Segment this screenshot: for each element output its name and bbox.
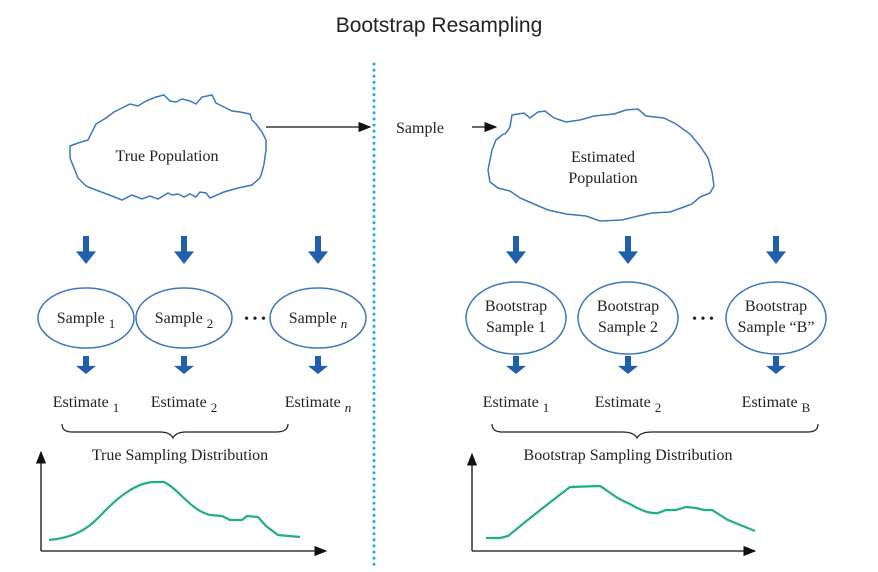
estimate-label: Estimate n [285,394,351,415]
sample-label: Sample 2 [155,310,214,331]
bootstrap-sampling-distribution-label: Bootstrap Sampling Distribution [524,447,733,464]
estimate-label: Estimate 1 [53,394,119,415]
down-arrow-icon [618,236,638,264]
bootstrap-sample-line1: Bootstrap [597,298,659,315]
down-arrow-icon [506,356,526,374]
estimated-population-label-line2: Population [568,170,637,187]
estimate-label: Estimate 2 [151,394,217,415]
bootstrap-sample-line1: Bootstrap [745,298,807,315]
down-arrow-icon [308,236,328,264]
bootstrap-sample-ellipse [465,281,567,355]
sample-ellipse [135,287,233,349]
diagram-title: Bootstrap Resampling [335,14,543,37]
down-arrow-icon [766,236,786,264]
ellipsis: • • • [692,312,714,327]
bootstrap-sample-line2: Sample 1 [486,319,546,336]
down-arrow-icon [766,356,786,374]
true-population-cloud [69,94,267,201]
down-arrow-icon [174,236,194,264]
estimate-label: Estimate B [742,394,811,415]
down-arrow-icon [618,356,638,374]
estimate-label: Estimate 1 [483,394,549,415]
right-brace [491,423,819,440]
left-samples-group: Sample 1 Estimate 1 Sample 2 Estimate 2 Samp… [37,236,367,415]
bootstrap-sample-ellipse [725,281,827,355]
estimated-population-cloud [487,108,715,222]
sample-label: Sample n [289,310,348,331]
down-arrow-icon [308,356,328,374]
ellipsis: • • • [244,312,266,327]
down-arrow-icon [76,236,96,264]
bootstrap-distribution-curve [486,484,756,540]
bootstrap-sample-line2: Sample “B” [738,319,815,336]
down-arrow-icon [174,356,194,374]
down-arrow-icon [76,356,96,374]
sample-label: Sample 1 [57,310,116,331]
sample-ellipse [37,287,135,349]
sample-label: Sample [396,120,444,137]
bootstrap-sample-line2: Sample 2 [598,319,658,336]
left-brace [61,423,289,440]
estimated-population-label-line1: Estimated [571,149,635,166]
bootstrap-sample-line1: Bootstrap [485,298,547,315]
bootstrap-sample-ellipse [577,281,679,355]
estimate-label: Estimate 2 [595,394,661,415]
true-population-label: True Population [116,148,219,165]
sample-ellipse [269,287,367,349]
true-sampling-distribution-label: True Sampling Distribution [92,447,268,464]
true-distribution-curve [48,480,301,542]
down-arrow-icon [506,236,526,264]
